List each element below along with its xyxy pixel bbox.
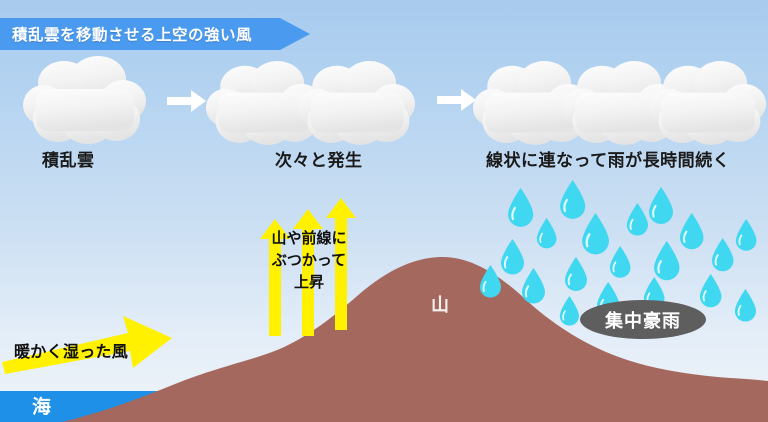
mountain-label: 山 [431, 295, 449, 316]
raindrop [648, 187, 674, 225]
raindrop [521, 268, 546, 304]
raindrop [734, 289, 757, 322]
stage-label-2: 次々と発生 [275, 151, 363, 171]
warm-wind-arrow [0, 312, 175, 374]
raindrop [479, 265, 502, 298]
updraft-arrow-2 [292, 209, 324, 336]
updraft-label-line1: 山や前線に [271, 229, 347, 247]
raindrop [564, 257, 588, 292]
raindrop [500, 239, 525, 275]
raindrop [626, 203, 649, 236]
updraft-label-line3: 上昇 [293, 272, 324, 291]
cloud-stage1-1 [22, 53, 148, 145]
raindrop [711, 238, 734, 272]
updraft-label-line2: ぶつかって [271, 250, 347, 269]
cloud-stage3-1 [472, 58, 592, 146]
upper-wind-banner: 積乱雲を移動させる上空の強い風 [0, 18, 310, 50]
raindrop [559, 296, 580, 326]
stage-label-3: 線状に連なって雨が長時間続く [486, 151, 731, 171]
stage-arrow-1 [167, 89, 207, 113]
raindrop [609, 246, 631, 279]
raindrop [735, 219, 757, 252]
mountain-shape [0, 256, 768, 422]
cloud-stage2-2 [297, 58, 417, 146]
raindrop [536, 218, 557, 249]
raindrop [559, 180, 586, 220]
updraft-arrow-3 [325, 198, 357, 330]
raindrop [699, 274, 722, 308]
heavy-rain-badge: 集中豪雨 [580, 300, 706, 339]
updraft-label: 山や前線に ぶつかって 上昇 [250, 228, 368, 293]
stage-arrow-2 [437, 88, 477, 112]
raindrop [507, 188, 534, 228]
raindrop [581, 213, 610, 256]
updraft-arrow-1 [259, 219, 291, 336]
raindrop [653, 241, 681, 281]
heavy-rain-badge-label: 集中豪雨 [605, 310, 681, 332]
upper-wind-banner-label: 積乱雲を移動させる上空の強い風 [12, 26, 253, 44]
cloud-stage2-1 [205, 58, 325, 146]
raindrop [679, 213, 704, 250]
stage-label-1: 積乱雲 [42, 151, 95, 171]
warm-wind-label: 暖かく湿った風 [14, 342, 129, 361]
sea-label: 海 [32, 396, 53, 418]
cloud-stage3-3 [648, 58, 768, 146]
